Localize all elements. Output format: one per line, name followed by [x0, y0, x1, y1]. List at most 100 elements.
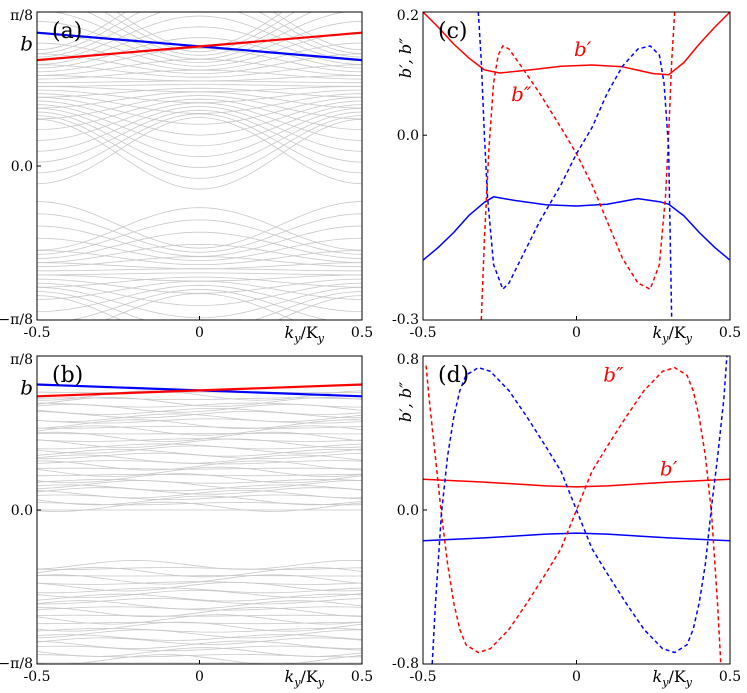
x-tick-label: 0: [195, 325, 204, 341]
band-line: [37, 111, 362, 168]
x-tick-label: 0.5: [351, 669, 373, 685]
y-tick-label: 0.0: [11, 159, 33, 175]
band-line: [37, 431, 362, 442]
band-line: [37, 272, 362, 276]
band-line: [37, 614, 362, 625]
series-line: [425, 365, 722, 664]
band-line: [37, 15, 362, 62]
band-line: [37, 106, 362, 152]
band-line: [37, 87, 362, 98]
band-line: [37, 250, 362, 265]
band-line: [37, 484, 362, 492]
band-line: [37, 637, 362, 645]
band-line: [37, 104, 362, 147]
band-line: [37, 654, 362, 664]
band-line: [37, 284, 362, 312]
band-line: [37, 107, 362, 158]
series-line: [423, 196, 730, 261]
series-line: [37, 31, 362, 62]
y-tick-label: −π/8: [0, 656, 33, 672]
y-tick-label: -0.8: [392, 656, 419, 672]
band-line: [37, 645, 362, 652]
band-line: [37, 115, 362, 179]
band-line: [37, 438, 362, 448]
band-line: [37, 37, 362, 69]
y-tick-label: 0.0: [397, 128, 419, 144]
band-line: [37, 207, 362, 251]
band-line: [37, 479, 362, 484]
band-line: [37, 600, 362, 610]
band-line: [103, 12, 296, 53]
band-line: [37, 501, 362, 506]
x-tick-label: 0: [572, 325, 581, 341]
band-line: [37, 295, 362, 320]
band-line: [37, 97, 362, 125]
band-line: [37, 12, 362, 51]
band-line: [37, 274, 362, 282]
band-line: [37, 113, 362, 174]
series-line: [423, 12, 730, 76]
series-line: [423, 532, 730, 542]
band-line: [37, 91, 362, 109]
band-line: [37, 490, 362, 499]
band-line: [37, 93, 362, 114]
band-line: [37, 629, 362, 639]
panel-label: (c): [438, 19, 468, 44]
x-axis-label: ky/Ky: [285, 323, 325, 345]
band-line: [70, 288, 329, 320]
band-line: [37, 581, 362, 592]
band-line: [37, 291, 362, 320]
band-line: [37, 48, 362, 73]
panel-label: (a): [52, 19, 82, 44]
band-line: [37, 89, 362, 104]
x-tick-label: -0.5: [24, 669, 51, 685]
band-line: [37, 31, 362, 67]
band-line: [37, 276, 362, 288]
y-tick-label: 0.2: [397, 8, 419, 24]
x-axis-label: ky/Ky: [653, 323, 693, 345]
band-line: [37, 237, 362, 261]
series-line: [431, 356, 728, 664]
band-line: [37, 64, 362, 78]
annotation: b′: [660, 457, 678, 481]
annotation: b″: [603, 362, 624, 386]
annotation: b′: [574, 37, 592, 61]
series-line: [477, 12, 673, 320]
band-line: [37, 425, 362, 436]
band-line: [37, 567, 362, 578]
band-line: [37, 593, 362, 602]
x-tick-label: -0.5: [410, 669, 437, 685]
band-line: [37, 75, 362, 82]
band-line: [115, 12, 284, 49]
plot-area: [423, 12, 730, 320]
band-line: [37, 418, 362, 424]
x-tick-label: 0: [195, 669, 204, 685]
band-line: [37, 647, 362, 657]
plot-area: [37, 12, 362, 320]
y-axis-label: b′, b″: [396, 382, 415, 422]
x-tick-label: 0.5: [351, 325, 373, 341]
annotation: b″: [511, 82, 532, 106]
x-tick-label: 0.5: [719, 669, 741, 685]
band-line: [37, 12, 362, 58]
band-line: [37, 574, 362, 585]
band-line: [37, 69, 362, 80]
band-line: [37, 21, 362, 64]
band-line: [37, 466, 362, 477]
band-line: [37, 487, 362, 495]
band-line: [37, 460, 362, 471]
band-line: [37, 225, 362, 257]
band-line: [37, 411, 362, 419]
y-tick-label: 0.0: [11, 503, 33, 519]
band-line: [37, 501, 362, 512]
y-tick-label: −π/8: [0, 312, 33, 328]
band-line: [37, 53, 362, 75]
panel-label: (b): [52, 363, 83, 388]
series-line: [37, 383, 362, 398]
band-line: [37, 560, 362, 570]
band-line: [51, 12, 348, 60]
band-line: [37, 391, 362, 394]
band-line: [37, 495, 362, 506]
band-line: [37, 454, 362, 464]
